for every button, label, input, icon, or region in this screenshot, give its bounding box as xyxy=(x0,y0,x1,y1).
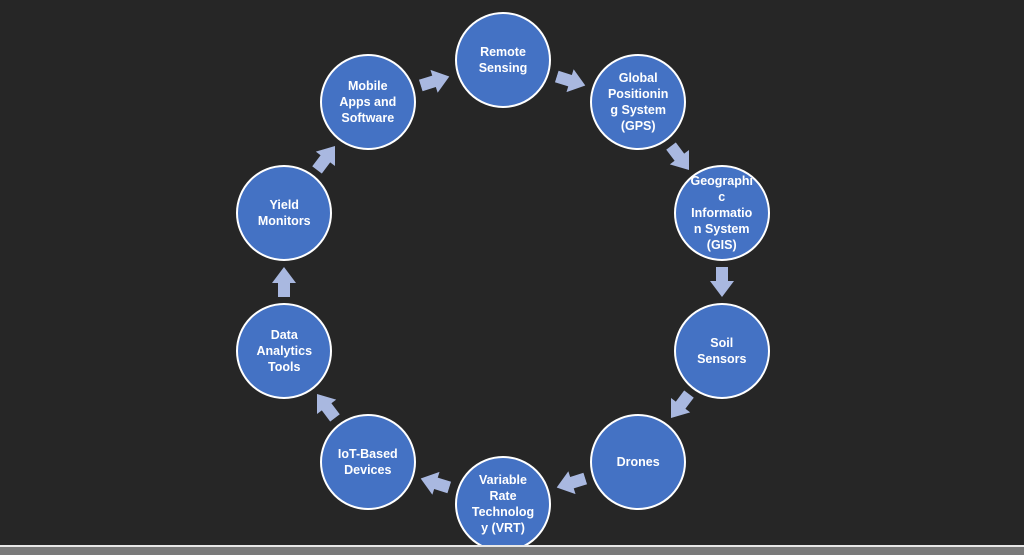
block-arrow-icon xyxy=(709,267,734,297)
node-label-iot-devices: IoT-Based Devices xyxy=(337,446,398,477)
block-arrow-icon xyxy=(272,267,297,297)
block-arrow-icon xyxy=(417,65,453,97)
node-label-yield-monitors: Yield Monitors xyxy=(257,198,311,229)
block-arrow-icon xyxy=(307,139,344,177)
node-mobile-apps: Mobile Apps and Software xyxy=(319,54,416,151)
node-label-vrt: Variable Rate Technolog y (VRT) xyxy=(471,473,535,535)
node-label-soil-sensors: Soil Sensors xyxy=(697,335,747,366)
block-arrow-icon xyxy=(661,139,698,177)
node-gis: Geographi c Informatio n System (GIS) xyxy=(673,165,770,262)
bottom-scroll-bar[interactable] xyxy=(0,545,1024,555)
node-label-drones: Drones xyxy=(616,454,660,469)
node-label-gps: Global Positionin g System (GPS) xyxy=(607,71,669,134)
node-vrt: Variable Rate Technolog y (VRT) xyxy=(455,456,551,552)
node-soil-sensors: Soil Sensors xyxy=(673,302,770,399)
bottom-bar-highlight xyxy=(0,545,1024,547)
node-yield-monitors: Yield Monitors xyxy=(236,165,333,262)
block-arrow-icon xyxy=(661,387,698,425)
block-arrow-icon xyxy=(417,467,453,499)
node-gps: Global Positionin g System (GPS) xyxy=(590,54,687,151)
node-label-gis: Geographi c Informatio n System (GIS) xyxy=(690,174,753,253)
node-data-analytics: Data Analytics Tools xyxy=(236,302,333,399)
node-drones: Drones xyxy=(590,413,687,510)
node-remote-sensing: Remote Sensing xyxy=(455,12,551,108)
node-label-data-analytics: Data Analytics Tools xyxy=(256,327,313,374)
block-arrow-icon xyxy=(553,65,589,97)
node-iot-devices: IoT-Based Devices xyxy=(319,413,416,510)
node-label-remote-sensing: Remote Sensing xyxy=(478,45,528,75)
node-label-mobile-apps: Mobile Apps and Software xyxy=(339,79,397,126)
bottom-bar-track xyxy=(0,547,1024,555)
block-arrow-icon xyxy=(307,387,344,425)
block-arrow-icon xyxy=(553,467,589,499)
